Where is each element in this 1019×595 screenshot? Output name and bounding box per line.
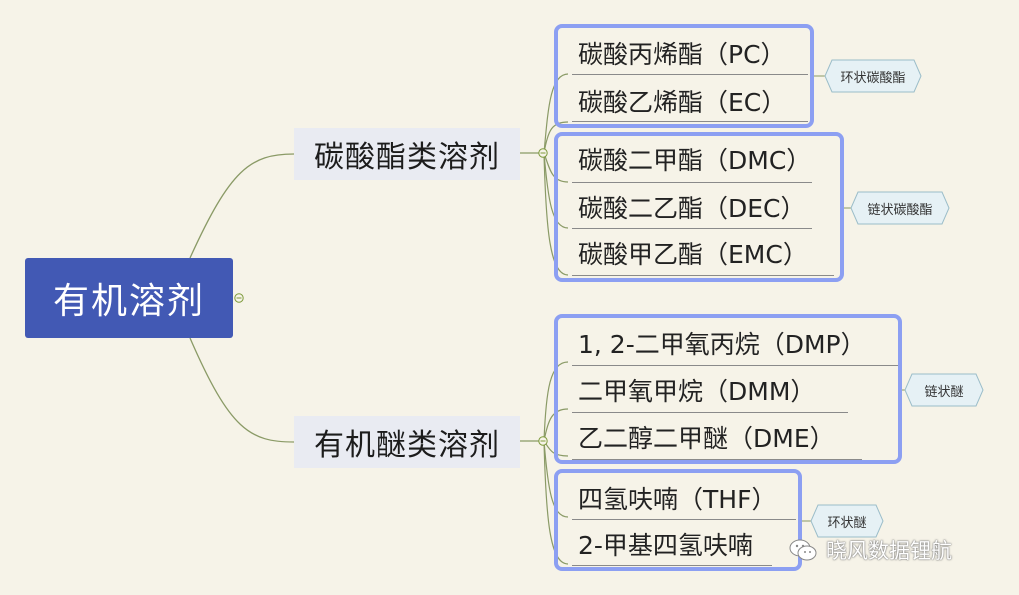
leaf-underline: [572, 121, 808, 122]
wechat-icon: [789, 539, 817, 561]
connector-root-branch-2: [189, 337, 295, 443]
tag-chain-carbonates[interactable]: 链状碳酸酯: [850, 191, 950, 225]
collapse-icon[interactable]: [538, 436, 548, 446]
tag-chain-ethers[interactable]: 链状醚: [904, 373, 984, 407]
tag-cyclic-ethers[interactable]: 环状醚: [810, 504, 884, 538]
leaf-dme[interactable]: 乙二醇二甲醚（DME）: [578, 424, 835, 453]
leaf-underline: [572, 74, 808, 75]
root-label: 有机溶剂: [52, 281, 205, 322]
leaf-emc[interactable]: 碳酸甲乙酯（EMC）: [578, 240, 808, 269]
collapse-icon[interactable]: [234, 293, 244, 303]
group-cyclic-carbonates: 碳酸丙烯酯（PC） 碳酸乙烯酯（EC）: [554, 24, 814, 128]
tag-shape: [824, 59, 922, 93]
tag-label: 链状醚: [924, 384, 964, 400]
group-cyclic-ethers: 四氢呋喃（THF） 2-甲基四氢呋喃: [554, 469, 802, 571]
branch-label: 碳酸酯类溶剂: [314, 140, 500, 175]
group-chain-carbonates: 碳酸二甲酯（DMC） 碳酸二乙酯（DEC） 碳酸甲乙酯（EMC）: [554, 132, 844, 282]
leaf-underline: [572, 228, 812, 229]
leaf-underline: [572, 459, 862, 460]
tag-shape: [810, 504, 884, 538]
tag-cyclic-carbonates[interactable]: 环状碳酸酯: [824, 59, 922, 93]
tag-shape: [904, 373, 984, 407]
watermark-text: 晓风数据锂航: [826, 539, 952, 563]
root-node[interactable]: 有机溶剂: [25, 258, 233, 338]
watermark: 晓风数据锂航: [788, 533, 952, 567]
branch-ether-solvents[interactable]: 有机醚类溶剂: [294, 416, 520, 468]
leaf-dmc[interactable]: 碳酸二甲酯（DMC）: [578, 146, 812, 175]
branch-label: 有机醚类溶剂: [314, 428, 500, 463]
tag-label: 链状碳酸酯: [867, 202, 933, 218]
tag-shape: [850, 191, 950, 225]
connector-root-branch-1: [189, 153, 295, 259]
tag-label: 环状醚: [827, 515, 867, 531]
leaf-underline: [572, 565, 772, 566]
leaf-2-methyl-thf[interactable]: 2-甲基四氢呋喃: [578, 531, 753, 560]
collapse-icon[interactable]: [538, 148, 548, 158]
leaf-underline: [572, 412, 848, 413]
group-chain-ethers: 1, 2-二甲氧丙烷（DMP） 二甲氧甲烷（DMM） 乙二醇二甲醚（DME）: [554, 314, 902, 464]
branch-carbonate-solvents[interactable]: 碳酸酯类溶剂: [294, 128, 520, 180]
leaf-dmp[interactable]: 1, 2-二甲氧丙烷（DMP）: [578, 330, 866, 359]
leaf-underline: [572, 365, 898, 366]
leaf-thf[interactable]: 四氢呋喃（THF）: [578, 485, 777, 514]
leaf-underline: [572, 519, 796, 520]
leaf-ec[interactable]: 碳酸乙烯酯（EC）: [578, 88, 787, 117]
leaf-dec[interactable]: 碳酸二乙酯（DEC）: [578, 194, 806, 223]
leaf-underline: [572, 182, 812, 183]
leaf-dmm[interactable]: 二甲氧甲烷（DMM）: [578, 377, 816, 406]
tag-label: 环状碳酸酯: [840, 70, 906, 86]
leaf-pc[interactable]: 碳酸丙烯酯（PC）: [578, 40, 786, 69]
leaf-underline: [572, 275, 834, 276]
